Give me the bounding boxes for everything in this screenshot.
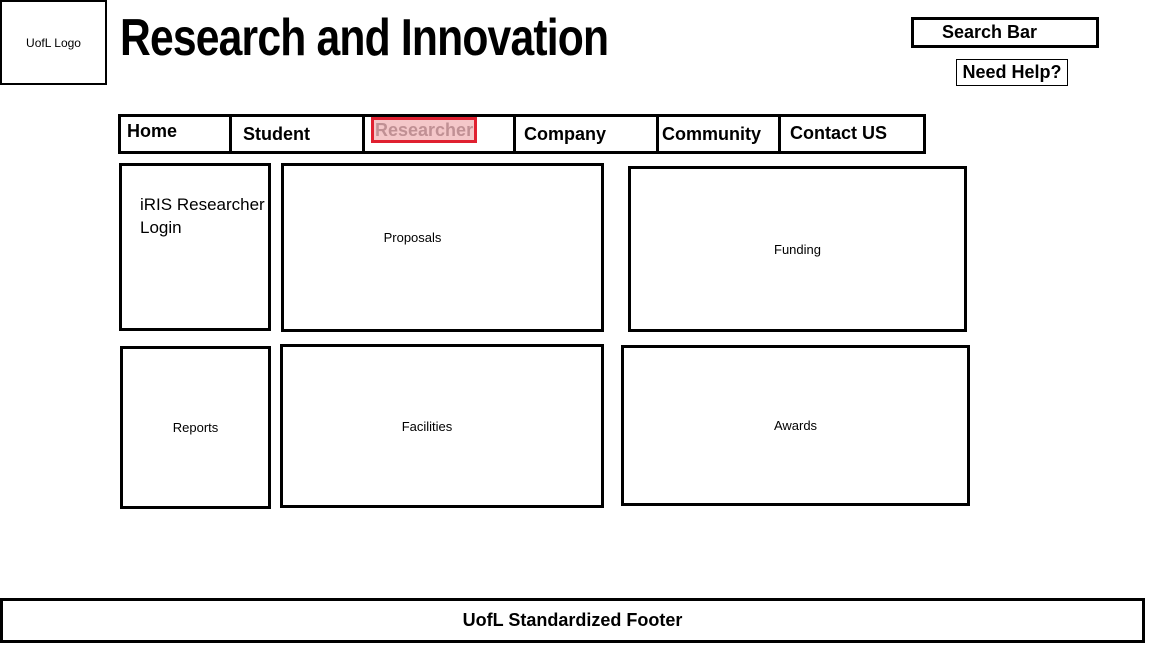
logo-text: UofL Logo <box>26 35 81 50</box>
nav-label: Researcher <box>371 117 478 143</box>
nav-student[interactable]: Student <box>232 117 365 151</box>
tile-label: Awards <box>773 418 818 433</box>
nav-label: Contact US <box>790 123 888 143</box>
tile-funding[interactable]: Funding <box>628 166 967 332</box>
nav-home[interactable]: Home <box>121 117 232 151</box>
search-input[interactable]: Search Bar <box>911 17 1099 48</box>
tile-label: Funding <box>774 241 821 257</box>
tile-label: Reports <box>172 420 219 435</box>
footer: UofL Standardized Footer <box>0 598 1145 643</box>
page-title: Research and Innovation <box>120 9 609 67</box>
nav-contact-us[interactable]: Contact US <box>781 117 923 151</box>
tile-label: iRIS Researcher Login <box>140 195 265 237</box>
nav-community[interactable]: Community <box>659 117 781 151</box>
tile-proposals[interactable]: Proposals <box>281 163 604 332</box>
help-button[interactable]: Need Help? <box>956 59 1068 86</box>
nav-researcher[interactable]: Researcher <box>365 117 516 151</box>
nav-label: Company <box>524 124 607 144</box>
tile-iris-login[interactable]: iRIS Researcher Login <box>119 163 271 331</box>
tile-label: Facilities <box>401 418 453 434</box>
logo[interactable]: UofL Logo <box>0 0 107 85</box>
tile-reports[interactable]: Reports <box>120 346 271 509</box>
main-nav: Home Student Researcher Company Communit… <box>118 114 926 154</box>
nav-label: Community <box>662 124 761 144</box>
tile-awards[interactable]: Awards <box>621 345 970 506</box>
nav-company[interactable]: Company <box>516 117 659 151</box>
tile-label: Proposals <box>383 230 442 245</box>
nav-label: Student <box>243 124 310 144</box>
nav-label: Home <box>127 121 178 141</box>
tile-facilities[interactable]: Facilities <box>280 344 604 508</box>
